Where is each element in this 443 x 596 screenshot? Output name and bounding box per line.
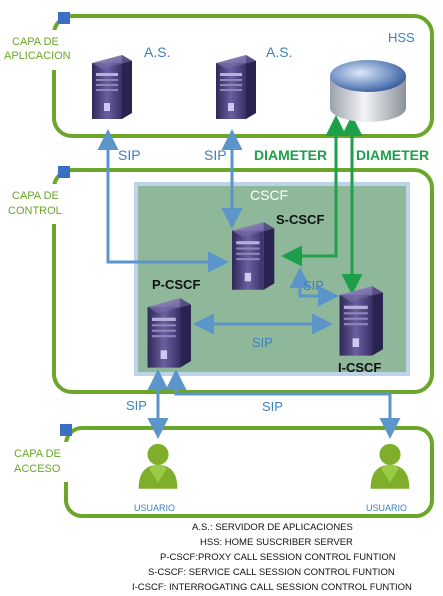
sip-label-pcscf-icscf: SIP [252, 335, 273, 350]
sip-links [97, 129, 401, 439]
control-layer-label-bg [0, 184, 72, 224]
server-icon [92, 55, 132, 119]
sip-line-scscf-icscf [289, 267, 339, 307]
sip-label-as2: SIP [204, 147, 227, 163]
application-layer-label-bg [0, 30, 70, 70]
server-icon [147, 298, 191, 368]
sip-label-scscf-icscf: SIP [303, 278, 324, 293]
database-icon [330, 60, 406, 122]
p-cscf-node: P-CSCF [147, 277, 200, 368]
sip-line-pcscf-user2 [165, 369, 401, 439]
legend-line: P-CSCF:PROXY CALL SESSION CONTROL FUNTIO… [160, 552, 396, 563]
s-cscf-node: S-CSCF [232, 212, 324, 290]
s-cscf-label: S-CSCF [276, 212, 324, 227]
cscf-group-label: CSCF [250, 187, 288, 203]
sip-label-as1: SIP [118, 147, 141, 163]
server-icon [216, 55, 256, 119]
legend-line: S-CSCF: SERVICE CALL SESSION CONTROL FUN… [148, 567, 395, 578]
hss-label: HSS [388, 30, 415, 45]
legend: A.S.: SERVIDOR DE APLICACIONES HSS: HOME… [132, 522, 412, 593]
legend-line: I-CSCF: INTERROGATING CALL SESSION CONTR… [132, 582, 412, 593]
p-cscf-label: P-CSCF [152, 277, 200, 292]
sip-line-as1-scscf [97, 129, 229, 273]
user2-label: USUARIO [366, 503, 407, 513]
user1-node: USUARIO [134, 443, 178, 513]
as2-label: A.S. [266, 44, 292, 60]
control-layer-marker [58, 166, 70, 178]
application-layer-marker [58, 12, 70, 24]
i-cscf-node: I-CSCF [338, 286, 383, 375]
control-layer-label-2: CONTROL [8, 205, 62, 217]
as1-node: A.S. [92, 44, 170, 119]
diameter-label-1: DIAMETER [254, 147, 327, 163]
as1-label: A.S. [144, 44, 170, 60]
as2-node: A.S. [216, 44, 292, 119]
application-layer-label-2: APLICACION [4, 50, 71, 62]
legend-line: HSS: HOME SUSCRIBER SERVER [200, 537, 353, 548]
application-layer-label-1: CAPA DE [12, 36, 59, 48]
i-cscf-label: I-CSCF [338, 360, 381, 375]
sip-label-user1: SIP [126, 398, 147, 413]
access-layer-label-2: ACCESO [14, 463, 61, 475]
diameter-links [281, 115, 363, 295]
user2-node: USUARIO [366, 443, 410, 513]
access-layer-marker [60, 424, 72, 436]
legend-line: A.S.: SERVIDOR DE APLICACIONES [192, 522, 353, 533]
sip-label-user2: SIP [262, 399, 283, 414]
user1-label: USUARIO [134, 503, 175, 513]
server-icon [339, 286, 383, 356]
access-layer-label-1: CAPA DE [14, 448, 61, 460]
hss-node: HSS [330, 30, 415, 122]
diameter-label-2: DIAMETER [356, 147, 429, 163]
control-layer-label-1: CAPA DE [12, 190, 59, 202]
server-icon [232, 222, 275, 290]
access-layer-label-bg [0, 442, 74, 482]
diameter-line-hss-scscf [281, 115, 347, 267]
